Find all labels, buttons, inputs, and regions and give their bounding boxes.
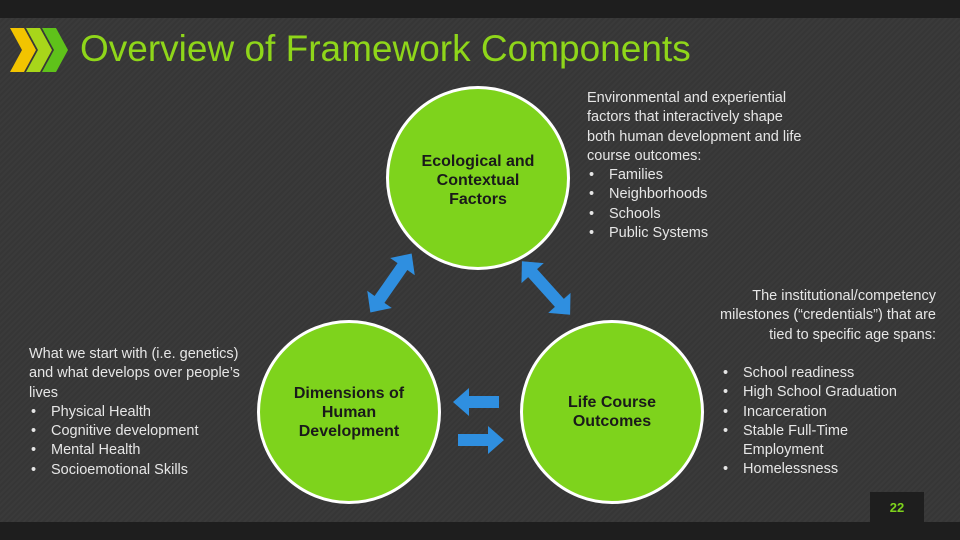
list-item: High School Graduation (721, 383, 931, 403)
list-item: Physical Health (29, 403, 244, 423)
institutional-milestones-text: School readiness High School Graduation … (721, 364, 931, 480)
list-item: Public Systems (587, 224, 802, 244)
chevron-logo-icon (10, 28, 68, 72)
list-item: Homelessness (721, 460, 931, 480)
list-item: Families (587, 166, 802, 186)
eco-lifecourse-double-arrow-icon (510, 251, 582, 325)
list-item: Neighborhoods (587, 185, 802, 205)
lifecourse-to-dimensions-arrow-icon (453, 388, 499, 416)
human-development-label: Dimensions of Human Development (293, 384, 405, 440)
start-develop-list: Physical Health Cognitive development Me… (29, 403, 244, 480)
list-item: Incarceration (721, 403, 931, 423)
list-item: Socioemotional Skills (29, 461, 244, 481)
ecological-factors-label: Ecological and Contextual Factors (421, 153, 535, 208)
ecological-factors-circle: Ecological and Contextual Factors (386, 86, 570, 270)
institutional-list: School readiness High School Graduation … (721, 364, 931, 480)
list-item: Stable Full-Time Employment (721, 422, 931, 461)
list-item: School readiness (721, 364, 931, 384)
human-development-circle: Dimensions of Human Development (257, 320, 441, 504)
environmental-factors-text: Environmental and experiential factors t… (587, 89, 802, 244)
dimensions-to-lifecourse-arrow-icon (458, 426, 504, 454)
start-develop-intro: What we start with (i.e. genetics) and w… (29, 346, 240, 401)
eco-dimensions-double-arrow-icon (358, 244, 424, 322)
institutional-milestones-intro: The institutional/competency milestones … (720, 288, 936, 343)
environmental-list: Families Neighborhoods Schools Public Sy… (587, 166, 802, 243)
list-item: Cognitive development (29, 422, 244, 442)
list-item: Mental Health (29, 441, 244, 461)
environmental-intro: Environmental and experiential factors t… (587, 90, 802, 164)
page-number: 22 (870, 492, 924, 522)
list-item: Schools (587, 205, 802, 225)
life-course-outcomes-label: Life Course Outcomes (567, 394, 656, 430)
start-develop-text: What we start with (i.e. genetics) and w… (29, 345, 244, 480)
slide-title: Overview of Framework Components (80, 28, 691, 69)
life-course-outcomes-circle: Life Course Outcomes (520, 320, 704, 504)
